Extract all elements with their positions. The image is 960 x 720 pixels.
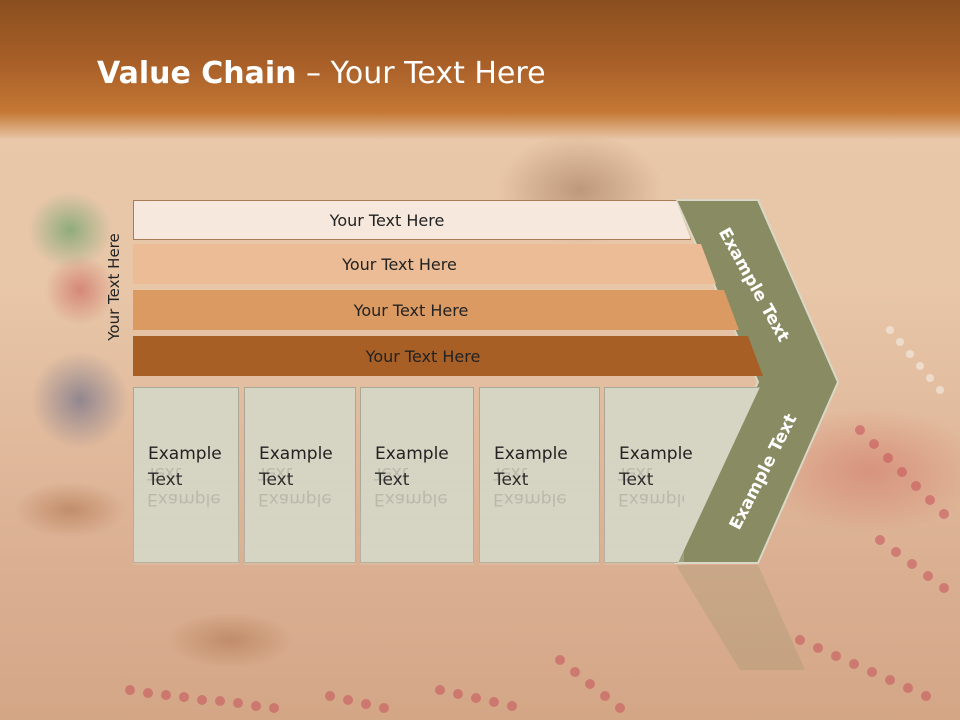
title-rest: – Your Text Here — [296, 56, 546, 91]
column-3: Example Text — [360, 387, 474, 563]
column-2-line1: Example — [259, 444, 333, 464]
column-1-reflection-line1: Example — [147, 489, 221, 509]
column-5-line1: Example — [619, 444, 693, 464]
column-1-reflection: Example Text — [133, 455, 239, 565]
column-2-line2: Text — [259, 467, 355, 493]
column-2-reflection: Example Text — [244, 455, 356, 565]
column-5-line2: Text — [619, 467, 759, 493]
arrow-reflection — [676, 565, 805, 670]
column-1-line2: Text — [148, 467, 238, 493]
title-bold: Value Chain — [97, 56, 297, 91]
column-4-reflection-line2: Text — [493, 463, 528, 483]
band-1-label: Your Text Here — [329, 210, 445, 230]
column-5-reflection: Example Text — [604, 455, 684, 565]
column-2: Example Text — [244, 387, 356, 563]
column-4-line1: Example — [494, 444, 568, 464]
column-2-reflection-line1: Example — [258, 489, 332, 509]
column-4-reflection-line1: Example — [493, 489, 567, 509]
column-4-line2: Text — [494, 467, 599, 493]
column-5-reflection-line1: Example — [618, 489, 684, 509]
column-2-reflection-line2: Text — [258, 463, 293, 483]
column-4: Example Text — [479, 387, 600, 563]
column-3-line1: Example — [375, 444, 449, 464]
band-1: Your Text Here — [133, 200, 691, 240]
column-3-reflection-line1: Example — [374, 489, 448, 509]
column-1-reflection-line2: Text — [147, 463, 182, 483]
column-3-reflection-line2: Text — [374, 463, 409, 483]
band-2: Your Text Here — [133, 244, 716, 284]
slide-title: Value Chain – Your Text Here — [97, 56, 546, 91]
header-bar — [0, 0, 960, 140]
column-1-line1: Example — [148, 444, 222, 464]
band-2-label: Your Text Here — [342, 254, 457, 274]
column-4-reflection: Example Text — [479, 455, 600, 565]
column-1: Example Text — [133, 387, 239, 563]
band-4-label: Your Text Here — [365, 346, 481, 366]
band-4: Your Text Here — [133, 336, 763, 376]
column-3-reflection: Example Text — [360, 455, 474, 565]
column-3-line2: Text — [375, 467, 473, 493]
band-3: Your Text Here — [133, 290, 739, 330]
column-5-reflection-line2: Text — [618, 463, 653, 483]
band-3-label: Your Text Here — [353, 300, 469, 320]
